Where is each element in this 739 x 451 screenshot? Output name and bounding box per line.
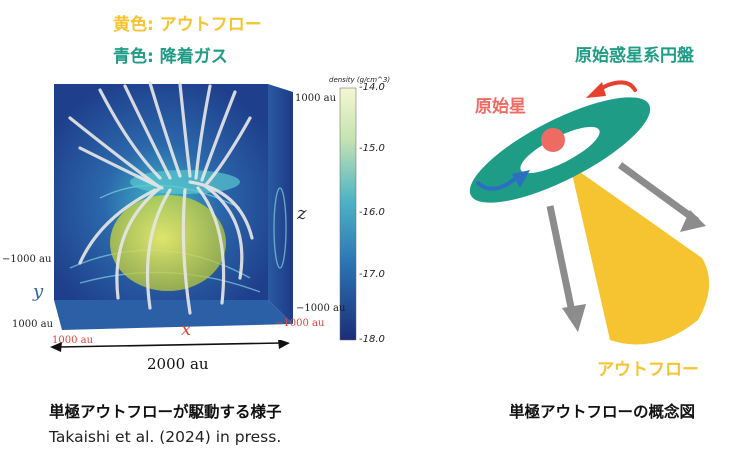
side-panel — [268, 84, 293, 324]
tick-z-bottom: −1000 au — [296, 303, 346, 314]
citation: Takaishi et al. (2024) in press. — [49, 428, 282, 446]
floor-panel — [54, 300, 293, 330]
protoplanetary-disk — [469, 97, 651, 203]
tick-y-bottom: 1000 au — [12, 319, 54, 330]
colorbar-tick-14: -14.0 — [359, 82, 385, 93]
protostar — [541, 128, 565, 152]
tick-x-left: 1000 au — [52, 335, 94, 346]
rotation-arrow-blue — [476, 170, 530, 191]
disk-label: 原始惑星系円盤 — [575, 46, 694, 66]
colorbar-tick-16: -16.0 — [359, 207, 385, 218]
axis-y-label: y — [33, 281, 44, 302]
axis-x-label: x — [181, 319, 192, 340]
rotation-arrow-red — [586, 80, 637, 98]
legend-accretion-teal: 青色: 降着ガス — [113, 47, 228, 67]
outflow-arrow-down — [546, 205, 586, 332]
outflow-blob — [110, 195, 226, 291]
colorbar-title: density (g/cm^3) — [329, 76, 391, 84]
tick-y-left: −1000 au — [2, 254, 52, 265]
legend-outflow-yellow: 黄色: アウトフロー — [113, 15, 262, 35]
simulation-render — [54, 81, 357, 341]
tick-z-top: 1000 au — [295, 93, 337, 104]
outflow-arrow-right — [617, 162, 706, 232]
density-colorbar — [339, 87, 357, 341]
concept-caption: 単極アウトフローの概念図 — [509, 403, 696, 421]
concept-diagram — [469, 80, 710, 345]
outflow-cone — [570, 165, 710, 345]
protostar-label: 原始星 — [475, 97, 526, 117]
colorbar-tick-17: -17.0 — [359, 269, 385, 280]
scale-bar-arrow — [50, 340, 290, 352]
colorbar-tick-15: -15.0 — [359, 143, 385, 154]
tick-x-right: −1000 au — [275, 318, 325, 329]
simulation-caption: 単極アウトフローが駆動する様子 — [49, 403, 282, 421]
axis-z-label: z — [297, 203, 307, 224]
field-streamlines — [68, 81, 254, 315]
scale-label: 2000 au — [147, 355, 209, 373]
outflow-label: アウトフロー — [597, 360, 699, 380]
colorbar-tick-18: -18.0 — [359, 334, 385, 345]
